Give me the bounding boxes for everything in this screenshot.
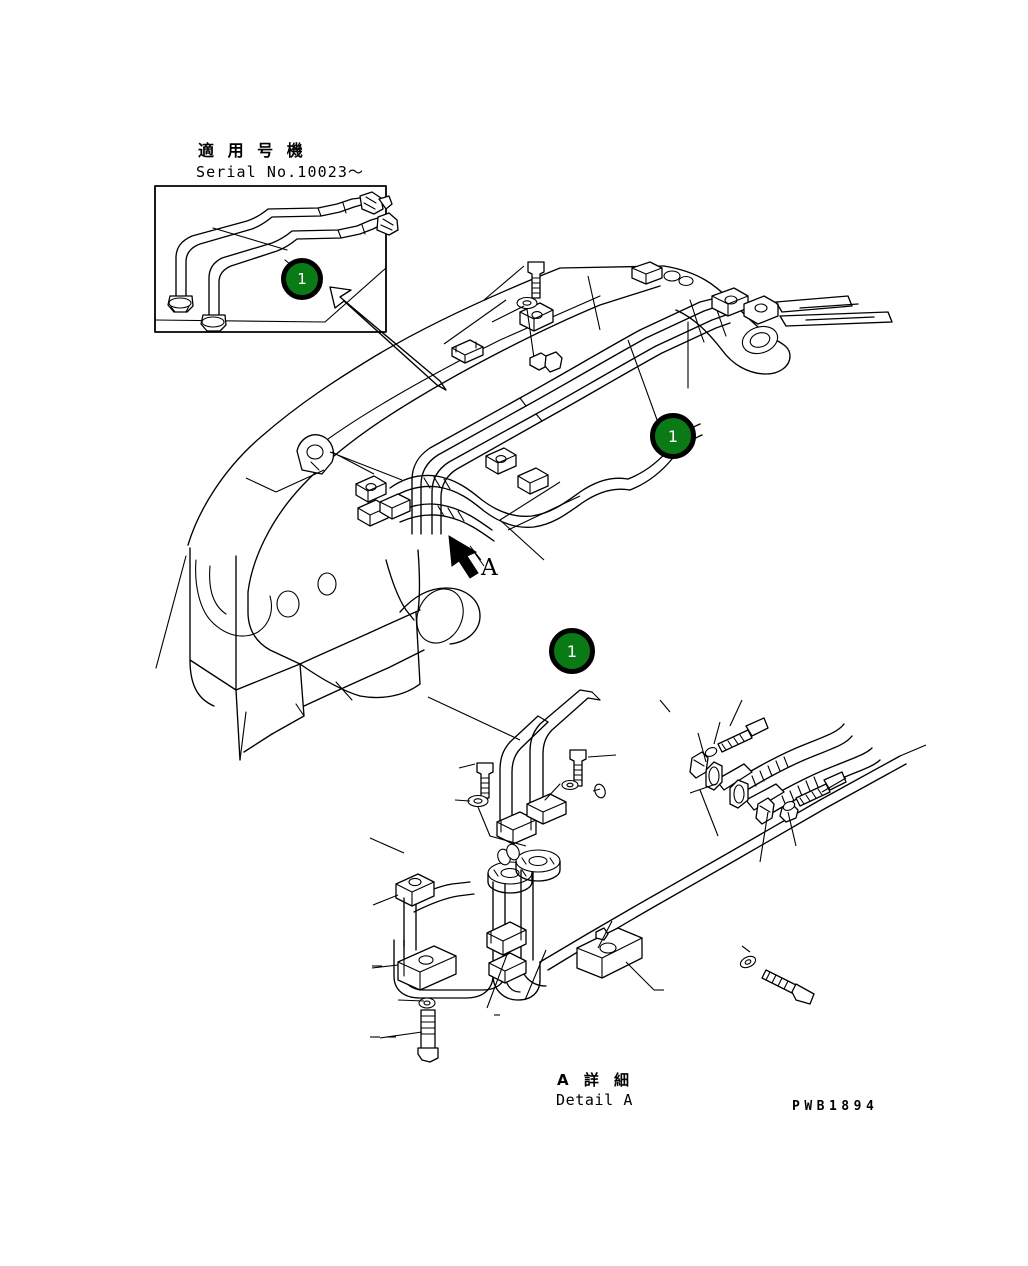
detail-bolt-bottom-left bbox=[417, 1009, 439, 1063]
boom-tip-fittings bbox=[631, 261, 893, 327]
detail-washer-bottom-left bbox=[418, 997, 436, 1009]
detail-caption-jp: A 詳 細 bbox=[557, 1071, 635, 1089]
tube-clamp-half bbox=[451, 339, 484, 364]
inset-tube-lower bbox=[200, 212, 399, 332]
detail-tube-left bbox=[499, 715, 549, 825]
detail-washer-upper-right bbox=[561, 779, 579, 791]
hydraulic-tube-pair-main bbox=[411, 297, 731, 535]
callout-balloon-inset[interactable]: 1 bbox=[281, 258, 323, 300]
detail-seal-ring-b bbox=[506, 843, 520, 861]
detail-mid-clamp-block bbox=[486, 921, 527, 956]
detail-caption-en: Detail A bbox=[556, 1091, 634, 1109]
callout-balloon-detail[interactable]: 1 bbox=[549, 628, 595, 674]
detail-clamp-block-lower bbox=[488, 952, 527, 984]
bolt-upper bbox=[527, 261, 545, 299]
detail-hose-pair-right bbox=[689, 717, 881, 825]
boom-assembly-main-view bbox=[155, 261, 893, 761]
detail-bolt-upper-right bbox=[569, 749, 587, 787]
detail-bolt-bottom-right bbox=[761, 969, 815, 1005]
section-arrow-solid bbox=[448, 535, 485, 579]
detail-mount-pad-left bbox=[397, 945, 457, 991]
detail-clamp-upper-left bbox=[496, 811, 537, 845]
detail-clamp-upper-right bbox=[526, 793, 567, 825]
boom-structure bbox=[155, 265, 791, 761]
tube-clamp-upper bbox=[519, 302, 554, 332]
detail-washer-bottom-right bbox=[739, 955, 757, 969]
detail-a-view bbox=[369, 689, 927, 1063]
registration-ticks bbox=[370, 965, 500, 1038]
inset-header-serial: Serial No.10023〜 bbox=[196, 163, 365, 181]
detail-seal-ring-c bbox=[594, 783, 606, 799]
section-letter-a: A bbox=[481, 555, 498, 581]
detail-flange-clamp-right bbox=[515, 849, 561, 882]
leader-lines-detail bbox=[369, 696, 927, 1039]
inset-tube-upper bbox=[167, 191, 393, 313]
callout-balloon-boom[interactable]: 1 bbox=[650, 413, 696, 459]
detail-bracket-arm-left bbox=[395, 873, 475, 951]
inset-pointer-arrow-outline bbox=[329, 286, 447, 391]
inset-header-jp: 適 用 号 機 bbox=[198, 141, 307, 160]
bolt-lower-small bbox=[544, 351, 563, 373]
clamp-block-left-mid bbox=[379, 493, 411, 520]
drawing-number: PWB1894 bbox=[792, 1099, 879, 1114]
inset-serial-box bbox=[154, 185, 399, 333]
detail-mount-pad-right bbox=[576, 927, 643, 979]
detail-bolt-upper-left bbox=[476, 762, 494, 799]
washer-upper bbox=[516, 296, 538, 310]
detail-tube-right bbox=[529, 689, 601, 806]
leader-lines-main bbox=[245, 265, 661, 561]
detail-washer-upper-left bbox=[467, 794, 489, 808]
